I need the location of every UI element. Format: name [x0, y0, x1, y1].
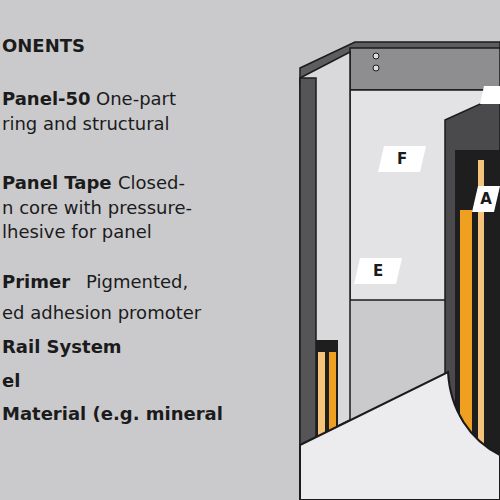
component-heading: el	[2, 370, 20, 392]
screw	[373, 65, 379, 71]
left-stud	[300, 52, 350, 445]
stud-flange	[300, 78, 316, 445]
front-panel	[300, 372, 500, 500]
tape-strip	[316, 340, 338, 440]
tag-fill	[472, 186, 500, 212]
callout-tag: E	[354, 258, 402, 284]
component-description: One-part	[96, 88, 176, 110]
callout-letter: E	[354, 258, 402, 284]
component-heading: ONENTS	[2, 35, 85, 57]
adhesive-strip	[329, 352, 336, 438]
component-description: n core with pressure-	[2, 197, 192, 219]
component-heading: Material (e.g. mineral	[2, 403, 223, 425]
callout-tag: F	[378, 146, 426, 172]
tape-core	[318, 352, 325, 438]
component-description: ed adhesion promoter	[2, 302, 201, 324]
callout-letter: A	[472, 186, 500, 212]
callout-letter: F	[378, 146, 426, 172]
component-description: lhesive for panel	[2, 221, 152, 243]
component-heading: Primer	[2, 271, 70, 293]
track-web	[350, 48, 500, 90]
callout-tag	[480, 86, 500, 104]
component-description: Closed-	[118, 172, 185, 194]
callout-tag: A	[472, 186, 500, 212]
component-description: Pigmented,	[86, 271, 188, 293]
component-heading: Rail System	[2, 336, 122, 358]
screw	[373, 53, 379, 59]
component-description: ring and structural	[2, 113, 170, 135]
tag-fill	[354, 258, 402, 284]
component-heading: Panel Tape	[2, 172, 112, 194]
component-heading: Panel-50	[2, 88, 91, 110]
tag-fill	[378, 146, 426, 172]
